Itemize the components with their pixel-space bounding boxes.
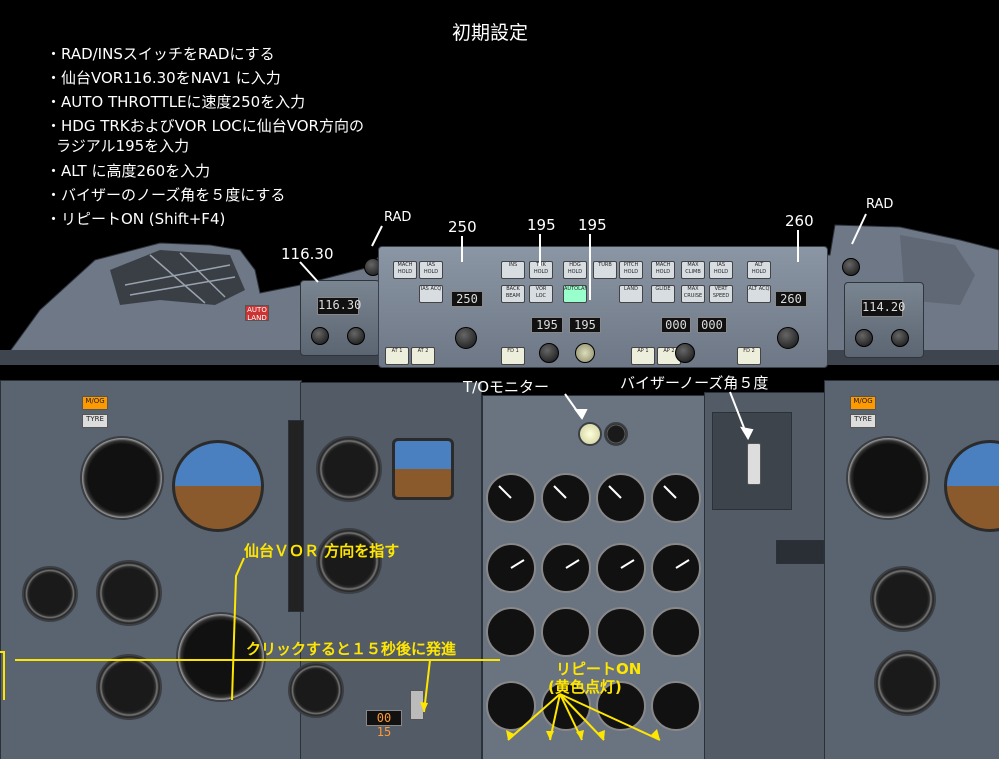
tape-instrument (288, 420, 304, 612)
instruction-item: ・HDG TRKおよびVOR LOCに仙台VOR方向の ラジアル195を入力 (46, 114, 364, 159)
callout-nav1-freq: 116.30 (281, 245, 334, 263)
callout-hdg: 195 (527, 216, 556, 234)
vs-knob[interactable] (675, 343, 695, 363)
speed-select-knob[interactable] (455, 327, 477, 349)
altitude-window[interactable]: 260 (775, 291, 807, 307)
rad-ins-switch-right[interactable] (842, 258, 860, 276)
ap1-button[interactable]: AP 1 (631, 347, 655, 365)
alt-acq-button[interactable]: ALT ACQ (747, 285, 771, 303)
vs-window: 000 (661, 317, 691, 333)
hsi-compass (176, 612, 266, 702)
callout-rad-left: RAD (384, 210, 412, 225)
nav2-course-knob[interactable] (891, 329, 909, 347)
to-monitor-light[interactable] (578, 422, 602, 446)
mach-hold-2-button[interactable]: MACH HOLD (651, 261, 675, 279)
fo-mach-indicator (870, 566, 936, 632)
mach-hold-button[interactable]: MACH HOLD (393, 261, 417, 279)
altimeter-small (22, 566, 78, 622)
instruction-item: ・バイザーのノーズ角を５度にする (46, 186, 286, 204)
standby-attitude (392, 438, 454, 500)
turb-button[interactable]: TURB (593, 261, 617, 279)
instruction-list: ・RAD/INSスイッチをRADにする ・仙台VOR116.30をNAV1 に入… (46, 42, 364, 231)
master-warning-button[interactable]: M/OG (82, 396, 108, 410)
callout-alt: 260 (785, 212, 814, 230)
nav1-panel: 116.30 (300, 280, 380, 356)
page-title: 初期設定 (452, 22, 529, 44)
to-monitor-knob[interactable] (604, 422, 628, 446)
back-beam-button[interactable]: BACK BEAM (501, 285, 525, 303)
ias-hold-button[interactable]: IAS HOLD (419, 261, 443, 279)
ias-hold-2-button[interactable]: IAS HOLD (709, 261, 733, 279)
airspeed-indicator (80, 436, 164, 520)
auto-land-button[interactable]: AUTO LAND (245, 305, 269, 322)
vert-speed-button[interactable]: VERT SPEED (709, 285, 733, 303)
at1-button[interactable]: AT 1 (385, 347, 409, 365)
rmi-gauge (96, 654, 162, 720)
callout-repeat-on-sub: (黄色点灯) (548, 678, 622, 696)
nav2-frequency-display[interactable]: 114.20 (861, 299, 905, 317)
callout-sendai-vor: 仙台ＶＯＲ 方向を指す (244, 542, 400, 560)
fd2-button[interactable]: FD 2 (737, 347, 761, 365)
instruction-item: ・AUTO THROTTLEに速度250を入力 (46, 93, 306, 111)
callout-rad-right: RAD (866, 197, 894, 212)
fo-hsi (874, 650, 940, 716)
annunciator-green (776, 540, 824, 564)
vs-window-2: 000 (697, 317, 727, 333)
callout-repeat-on: リピートON (556, 660, 642, 678)
instruction-line: ・HDG TRKおよびVOR LOCに仙台VOR方向の (46, 117, 364, 135)
callout-to-monitor: T/Oモニター (463, 378, 550, 396)
fo-master-warning-button[interactable]: M/OG (850, 396, 876, 410)
autopilot-panel: MACH HOLD IAS HOLD IAS ACQ 250 INS TRK H… (378, 246, 828, 368)
hdg-select-knob[interactable] (539, 343, 559, 363)
vor-course-window[interactable]: 195 (569, 317, 601, 333)
alt-hold-button[interactable]: ALT HOLD (747, 261, 771, 279)
vor-course-knob[interactable] (575, 343, 595, 363)
fo-airspeed-indicator (846, 436, 930, 520)
instruction-item: ・リピートON (Shift+F4) (46, 210, 226, 228)
nav1-course-knob[interactable] (347, 327, 365, 345)
nav2-panel: 114.20 (844, 282, 924, 358)
altitude-select-knob[interactable] (777, 327, 799, 349)
nav1-frequency-display[interactable]: 116.30 (317, 297, 361, 315)
instruction-item: ・仙台VOR116.30をNAV1 に入力 (46, 69, 281, 87)
callout-vor-loc: 195 (578, 216, 607, 234)
at2-button[interactable]: AT 2 (411, 347, 435, 365)
vsi-gauge (316, 528, 382, 594)
engine-gauge-grid (486, 473, 701, 731)
turn-gauge (288, 662, 344, 718)
nav1-tuning-knob[interactable] (311, 327, 329, 345)
hdg-window[interactable]: 195 (531, 317, 563, 333)
callout-click-start: クリックすると１５秒後に発進 (246, 640, 457, 658)
max-cruise-button[interactable]: MAX CRUISE (681, 285, 705, 303)
callout-speed: 250 (448, 218, 477, 236)
instruction-line: ラジアル195を入力 (56, 137, 190, 155)
instruction-item: ・RAD/INSスイッチをRADにする (46, 45, 275, 63)
ias-acq-button[interactable]: IAS ACQ (419, 285, 443, 303)
altimeter (316, 436, 382, 502)
visor-nose-lever[interactable] (747, 443, 761, 485)
tyre-button[interactable]: TYRE (82, 414, 108, 428)
visor-nose-panel (712, 412, 792, 510)
fd1-button[interactable]: FD 1 (501, 347, 525, 365)
vor-loc-button[interactable]: VOR LOC (529, 285, 553, 303)
mach-indicator (96, 560, 162, 626)
max-climb-button[interactable]: MAX CLIMB (681, 261, 705, 279)
land-button[interactable]: LAND (619, 285, 643, 303)
instruction-item: ・ALT に高度260を入力 (46, 162, 211, 180)
hdg-hold-button[interactable]: HDG HOLD (563, 261, 587, 279)
callout-visor: バイザーノーズ角５度 (620, 374, 769, 392)
pitch-hold-button[interactable]: PITCH HOLD (619, 261, 643, 279)
glide-button[interactable]: GLIDE (651, 285, 675, 303)
timer-display[interactable]: 00 15 (366, 710, 402, 739)
attitude-indicator (172, 440, 264, 532)
fo-tyre-button[interactable]: TYRE (850, 414, 876, 428)
nav2-tuning-knob[interactable] (855, 329, 873, 347)
speed-window[interactable]: 250 (451, 291, 483, 307)
ins-button[interactable]: INS (501, 261, 525, 279)
